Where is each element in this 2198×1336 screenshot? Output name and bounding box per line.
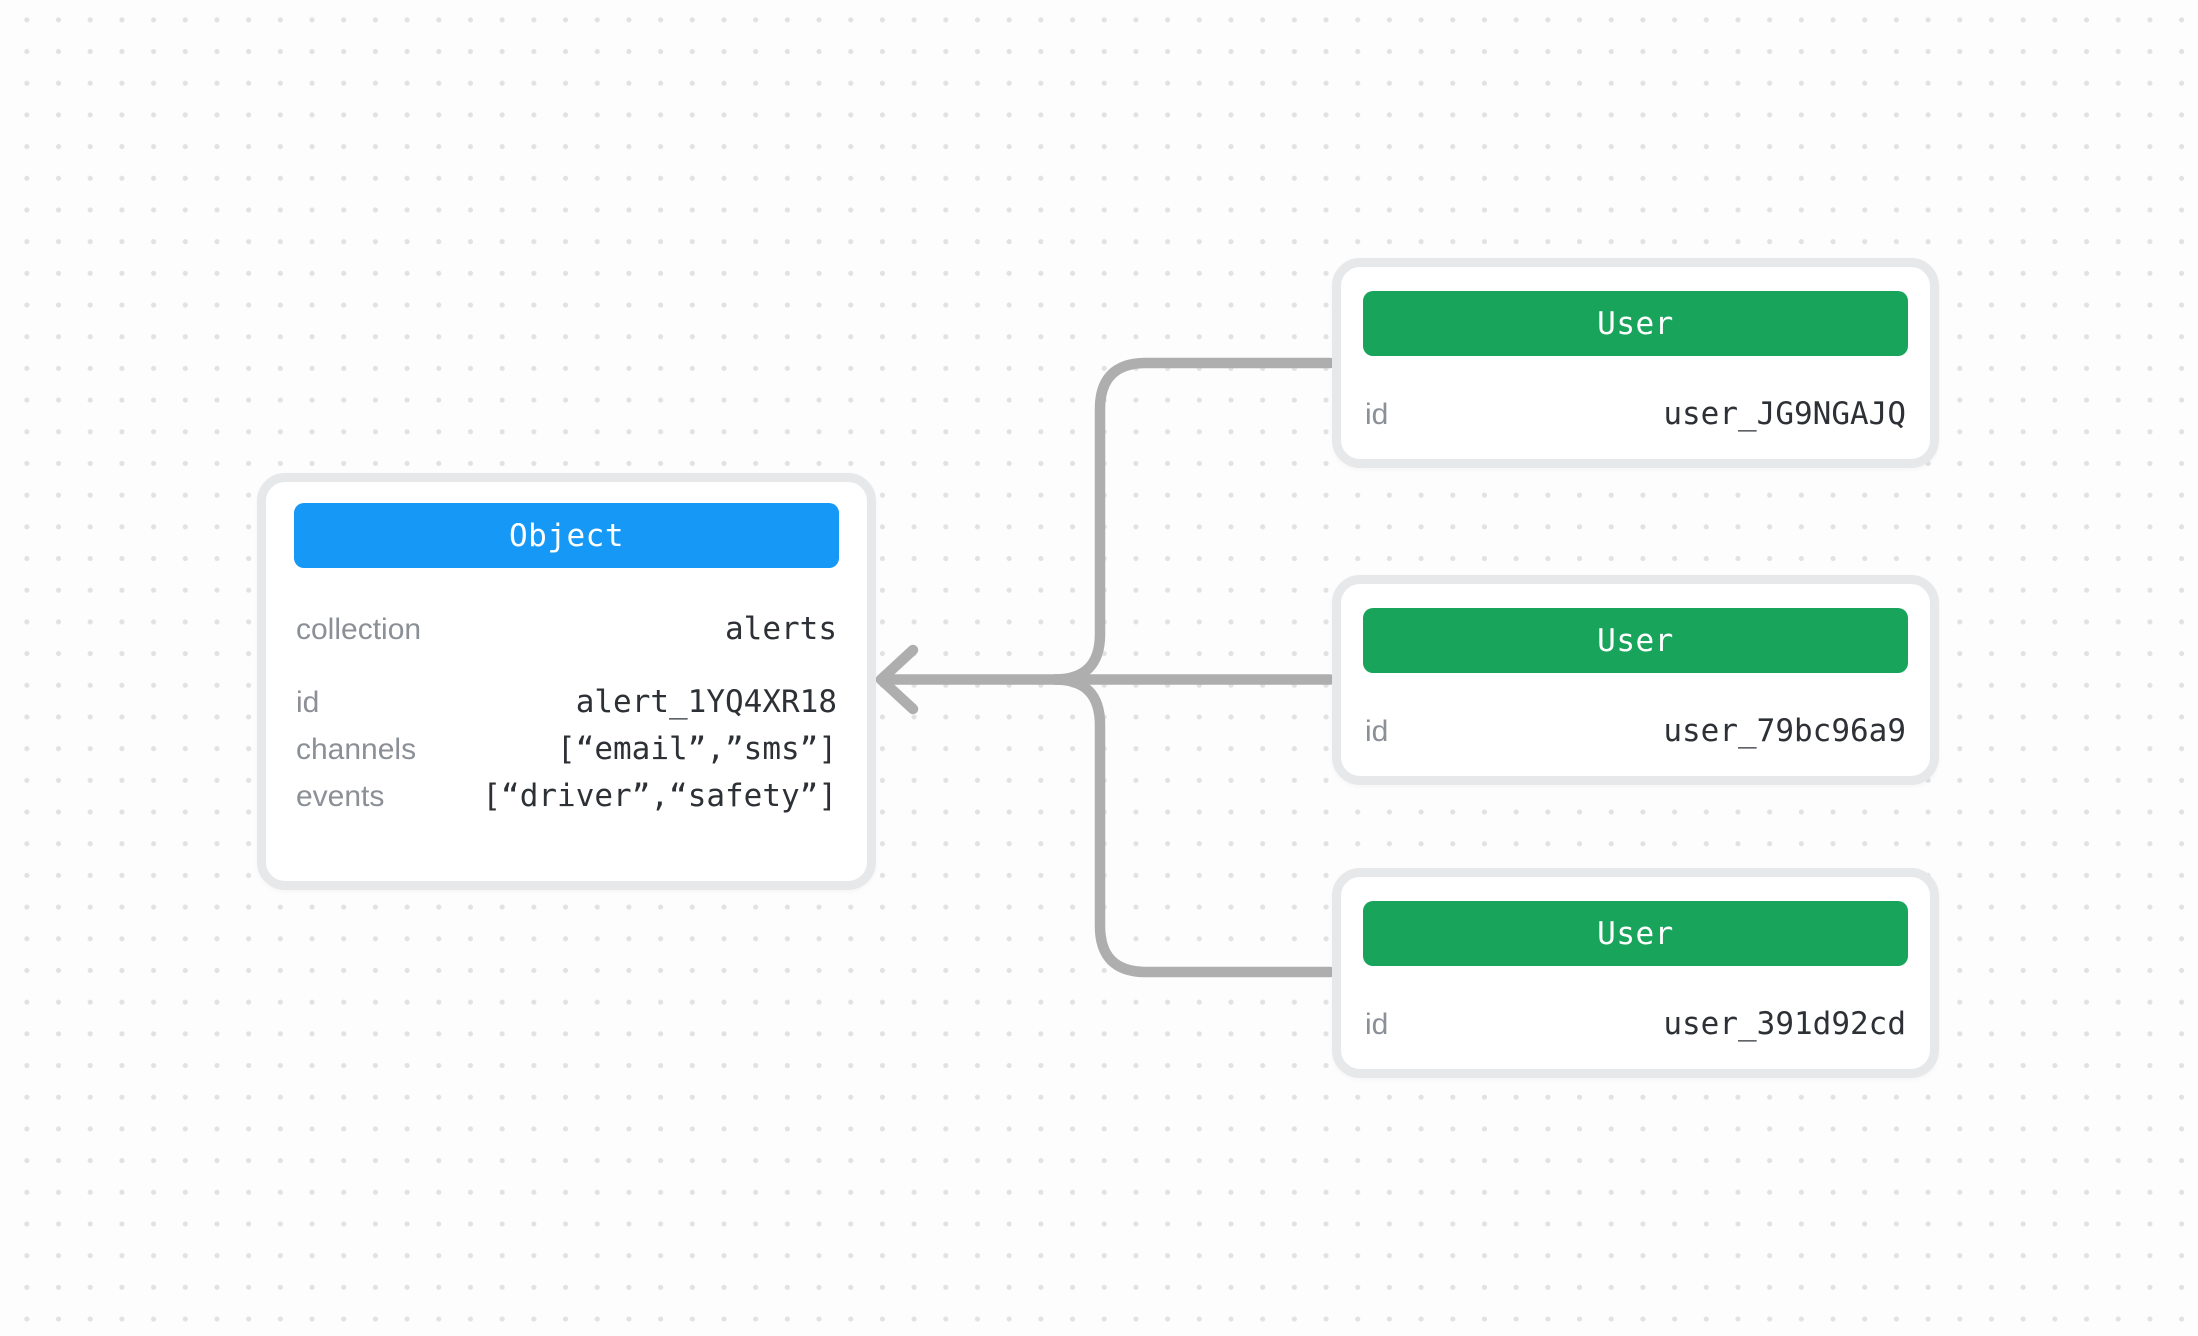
field-row-events: events [“driver”,“safety”] [296, 773, 837, 820]
user-node-header: User [1363, 608, 1908, 673]
connector-top-branch [1049, 357, 1336, 685]
connector-bottom-branch [1049, 674, 1336, 978]
field-label: id [296, 686, 320, 719]
object-node-fields: collection alerts id alert_1YQ4XR18 chan… [266, 606, 867, 820]
field-label: id [1365, 715, 1389, 748]
field-value: alerts [725, 611, 837, 647]
user-node-2[interactable]: User id user_79bc96a9 [1332, 575, 1939, 785]
field-label: channels [296, 733, 417, 766]
field-value: [“email”,”sms”] [557, 731, 837, 767]
field-label: id [1365, 398, 1389, 431]
arrow-left-icon [875, 644, 919, 715]
field-label: collection [296, 613, 422, 646]
field-row-collection: collection alerts [296, 606, 837, 653]
object-node[interactable]: Object collection alerts id alert_1YQ4XR… [257, 473, 876, 890]
field-row-id: id user_79bc96a9 [1365, 708, 1906, 755]
user-node-fields: id user_JG9NGAJQ [1341, 391, 1930, 438]
field-label: id [1365, 1008, 1389, 1041]
user-node-fields: id user_391d92cd [1341, 1001, 1930, 1048]
field-value: [“driver”,“safety”] [482, 778, 837, 814]
field-value: user_391d92cd [1663, 1006, 1906, 1042]
field-row-id: id alert_1YQ4XR18 [296, 679, 837, 726]
field-value: user_79bc96a9 [1663, 713, 1906, 749]
user-node-header: User [1363, 901, 1908, 966]
object-node-field-group: id alert_1YQ4XR18 channels [“email”,”sms… [296, 679, 837, 820]
field-value: alert_1YQ4XR18 [575, 684, 837, 720]
user-node-3[interactable]: User id user_391d92cd [1332, 868, 1939, 1078]
user-node-header: User [1363, 291, 1908, 356]
user-node-fields: id user_79bc96a9 [1341, 708, 1930, 755]
field-row-channels: channels [“email”,”sms”] [296, 726, 837, 773]
field-label: events [296, 780, 385, 813]
field-value: user_JG9NGAJQ [1663, 396, 1906, 432]
user-node-1[interactable]: User id user_JG9NGAJQ [1332, 258, 1939, 468]
field-row-id: id user_391d92cd [1365, 1001, 1906, 1048]
object-node-header: Object [294, 503, 839, 568]
field-row-id: id user_JG9NGAJQ [1365, 391, 1906, 438]
